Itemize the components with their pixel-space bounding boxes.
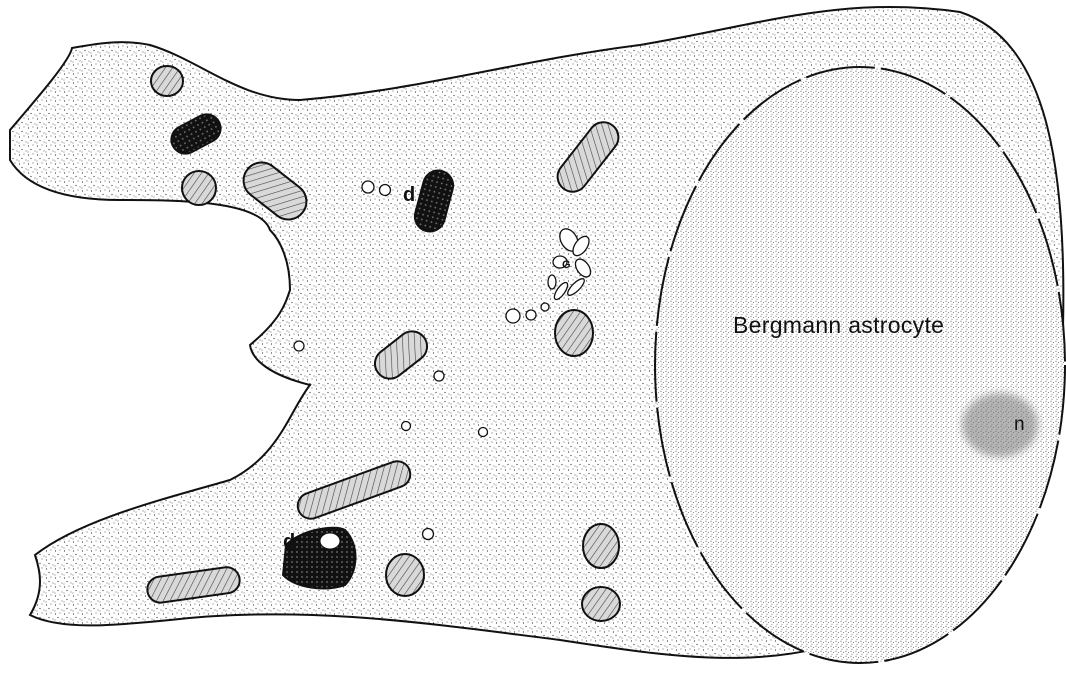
dense-body-label-upper: d — [403, 184, 415, 206]
cell-label: Bergmann astrocyte — [733, 312, 944, 338]
mitochondrion — [582, 587, 620, 621]
dense-body-label-lower: d — [283, 531, 295, 553]
mitochondrion — [151, 66, 183, 96]
mitochondrion — [583, 524, 619, 568]
dense-body-vacuole — [320, 533, 340, 549]
golgi-label: G — [562, 259, 571, 271]
nucleolus-label: n — [1014, 414, 1025, 435]
mitochondrion — [182, 171, 216, 205]
nucleolus — [962, 393, 1038, 457]
nucleus — [655, 67, 1065, 663]
mitochondrion — [386, 554, 424, 596]
mitochondrion — [555, 310, 593, 356]
